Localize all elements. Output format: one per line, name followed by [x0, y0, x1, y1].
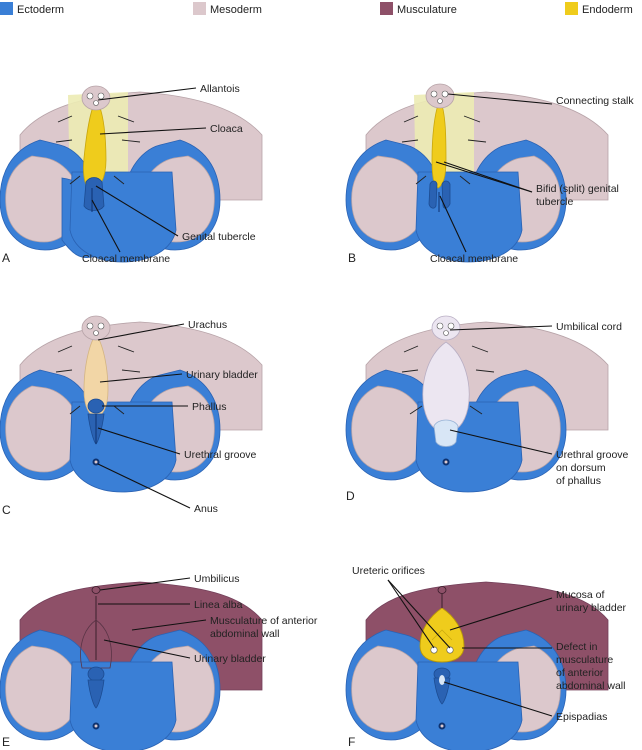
- label-connecting-stalk: Connecting stalk: [556, 95, 634, 107]
- label-epispadias: Epispadias: [556, 711, 607, 723]
- label-phallus: Phallus: [192, 401, 226, 413]
- label-defect-line3: of anterior: [556, 667, 604, 679]
- label-cloacal-membrane-b: Cloacal membrane: [430, 253, 518, 265]
- legend-musculature: Musculature: [397, 4, 457, 16]
- label-mucosa-line1: Mucosa of: [556, 589, 605, 601]
- label-umbilical-cord: Umbilical cord: [556, 321, 622, 333]
- legend-swatch-mesoderm: [193, 2, 206, 15]
- panel-b-letter: B: [348, 251, 356, 265]
- label-defect-line1: Defect in: [556, 641, 598, 653]
- label-bifid-line2: tubercle: [536, 196, 574, 208]
- label-musc-line2: abdominal wall: [210, 628, 279, 640]
- legend: Ectoderm Mesoderm Musculature Endoderm: [0, 2, 633, 16]
- label-umbilicus: Umbilicus: [194, 573, 240, 585]
- legend-swatch-endoderm: [565, 2, 578, 15]
- panel-d: D Umbilical cord Urethral groove on dors…: [345, 315, 629, 503]
- label-anus: Anus: [194, 503, 218, 515]
- label-defect-line2: musculature: [556, 654, 613, 666]
- label-musc-line1: Musculature of anterior: [210, 615, 318, 627]
- label-ureteric-orifices: Ureteric orifices: [352, 565, 425, 577]
- panel-f: F Ureteric orifices Mucosa of urinary bl…: [345, 565, 627, 750]
- label-cloacal-membrane-a: Cloacal membrane: [82, 253, 170, 265]
- legend-mesoderm: Mesoderm: [210, 4, 262, 16]
- legend-ectoderm: Ectoderm: [17, 4, 64, 16]
- label-cloaca: Cloaca: [210, 123, 243, 135]
- panel-d-letter: D: [346, 489, 355, 503]
- legend-swatch-musculature: [380, 2, 393, 15]
- label-groove-line2: on dorsum: [556, 462, 606, 474]
- label-defect-line4: abdominal wall: [556, 680, 625, 692]
- label-bifid-line1: Bifid (split) genital: [536, 183, 619, 195]
- panel-a-letter: A: [2, 251, 10, 265]
- label-urinary-bladder-e: Urinary bladder: [194, 653, 266, 665]
- label-urinary-bladder-c: Urinary bladder: [186, 369, 258, 381]
- label-groove-line3: of phallus: [556, 475, 601, 487]
- label-mucosa-line2: urinary bladder: [556, 602, 627, 614]
- label-allantois: Allantois: [200, 83, 240, 95]
- label-linea-alba: Linea alba: [194, 599, 243, 611]
- panel-a: A Allantois Cloaca Genital tubercle Cloa…: [0, 83, 263, 265]
- panel-c-letter: C: [2, 503, 11, 517]
- label-urachus: Urachus: [188, 319, 227, 331]
- panel-b: B Connecting stalk Bifid (split) genital…: [345, 83, 634, 265]
- panel-e-letter: E: [2, 735, 10, 749]
- label-genital-tubercle: Genital tubercle: [182, 231, 256, 243]
- label-groove-line1: Urethral groove: [556, 449, 629, 461]
- panel-e: E Umbilicus Linea alba Musculature of an…: [0, 573, 318, 750]
- panel-c: C Urachus Urinary bladder Phallus Urethr…: [0, 315, 263, 517]
- label-urethral-groove: Urethral groove: [184, 449, 257, 461]
- panel-f-letter: F: [348, 735, 355, 749]
- legend-swatch-ectoderm: [0, 2, 13, 15]
- legend-endoderm: Endoderm: [582, 4, 633, 16]
